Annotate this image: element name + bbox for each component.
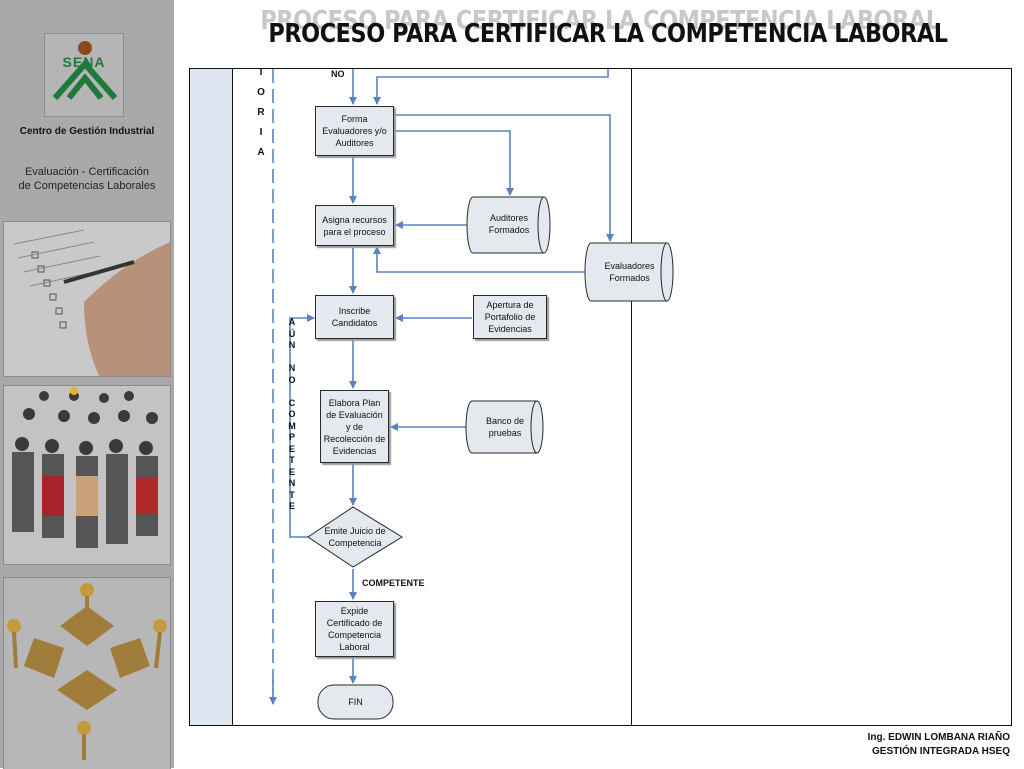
- lane-letter: C: [288, 397, 296, 408]
- node-expide-certificado: Expide Certificado de Competencia Labora…: [315, 601, 394, 657]
- lane-letter: O: [288, 409, 296, 419]
- lane-divider: [631, 69, 632, 725]
- lane-letter: N: [288, 478, 296, 488]
- auditores-label: Auditores Formados: [488, 213, 530, 235]
- lane-letter: I: [259, 67, 263, 78]
- edge-label-no: NO: [331, 69, 345, 79]
- workers-photo: [3, 385, 171, 565]
- lane-letter: A: [257, 147, 265, 158]
- lane-letter: T: [289, 489, 295, 500]
- fin-terminator: [317, 684, 394, 720]
- sidebar: SENA Centro de Gestión Industrial Evalua…: [0, 0, 174, 769]
- node-label: Asigna recursos para el proceso: [322, 214, 387, 237]
- node-forma-evaluadores: Forma Evaluadores y/o Auditores: [315, 106, 394, 156]
- lane-letter: N: [288, 340, 296, 350]
- eval-line-2: de Competencias Laborales: [18, 180, 156, 192]
- checklist-photo: [3, 221, 171, 377]
- lane-letter: P: [288, 432, 295, 442]
- node-label: Apertura de Portafolio de Evidencias: [484, 300, 536, 334]
- flowchart-connectors: [269, 69, 674, 720]
- lane-letter: E: [288, 501, 295, 511]
- node-label: Forma Evaluadores y/o Auditores: [322, 114, 387, 148]
- flowchart-diagram: I O R I A A Ú N N O C O M P E T E N T E …: [189, 67, 1012, 726]
- logo-text: SENA: [62, 54, 106, 70]
- lane-letter: N: [288, 363, 296, 373]
- node-asigna-recursos: Asigna recursos para el proceso: [315, 205, 394, 246]
- lane-letter: T: [289, 455, 295, 465]
- edge-label-competente: COMPETENTE: [362, 578, 425, 588]
- center-name: Centro de Gestión Industrial: [19, 126, 155, 137]
- lane-letter: I: [259, 127, 263, 138]
- footer-author: Ing. EDWIN LOMBANA RIAÑO: [867, 732, 1010, 743]
- slide-title: PROCESO PARA CERTIFICAR LA COMPETENCIA L…: [268, 19, 948, 49]
- footer-department: GESTIÓN INTEGRADA HSEQ: [872, 746, 1010, 757]
- eval-line-1: Evaluación - Certificación: [24, 166, 150, 178]
- node-elabora-plan: Elabora Plan de Evaluación y de Recolecc…: [320, 390, 389, 463]
- node-inscribe-candidatos: Inscribe Candidatos: [315, 295, 394, 339]
- node-label: Inscribe Candidatos: [331, 306, 378, 328]
- lane-letter: M: [288, 420, 296, 431]
- sena-logo: SENA: [44, 33, 124, 117]
- lane-letter: E: [288, 443, 295, 454]
- banco-label: Banco de pruebas: [485, 416, 525, 438]
- fin-label: FIN: [348, 697, 363, 707]
- lane-letter: O: [288, 374, 296, 385]
- node-label: Elabora Plan de Evaluación y de Recolecc…: [323, 397, 386, 456]
- sena-logo-icon: [52, 41, 118, 100]
- lane-letter: O: [257, 87, 265, 98]
- emite-label: Emite Juicio de Competencia: [324, 526, 386, 548]
- node-label: Expide Certificado de Competencia Labora…: [326, 606, 383, 652]
- lane-letter: [286, 352, 298, 364]
- node-apertura-portafolio: Apertura de Portafolio de Evidencias: [473, 295, 547, 339]
- evaluadores-label: Evaluadores Formados: [604, 261, 655, 283]
- puzzle-figures-image: [3, 577, 171, 769]
- lane-letter: A: [288, 317, 296, 327]
- lane-letter: E: [288, 466, 295, 477]
- lane-label-aun-no-competente: A Ú N N O C O M P E T E N T E: [286, 317, 298, 513]
- lane-letter: Ú: [288, 328, 296, 339]
- lane-letter: R: [257, 107, 265, 118]
- lane-letter: [286, 386, 298, 398]
- emite-decision-diamond: [307, 506, 403, 568]
- lane-header-strip: [190, 69, 233, 725]
- lane-label-top: I O R I A: [255, 63, 267, 163]
- slide-title-shadow: PROCESO PARA CERTIFICAR LA COMPETENCIA L…: [260, 6, 940, 36]
